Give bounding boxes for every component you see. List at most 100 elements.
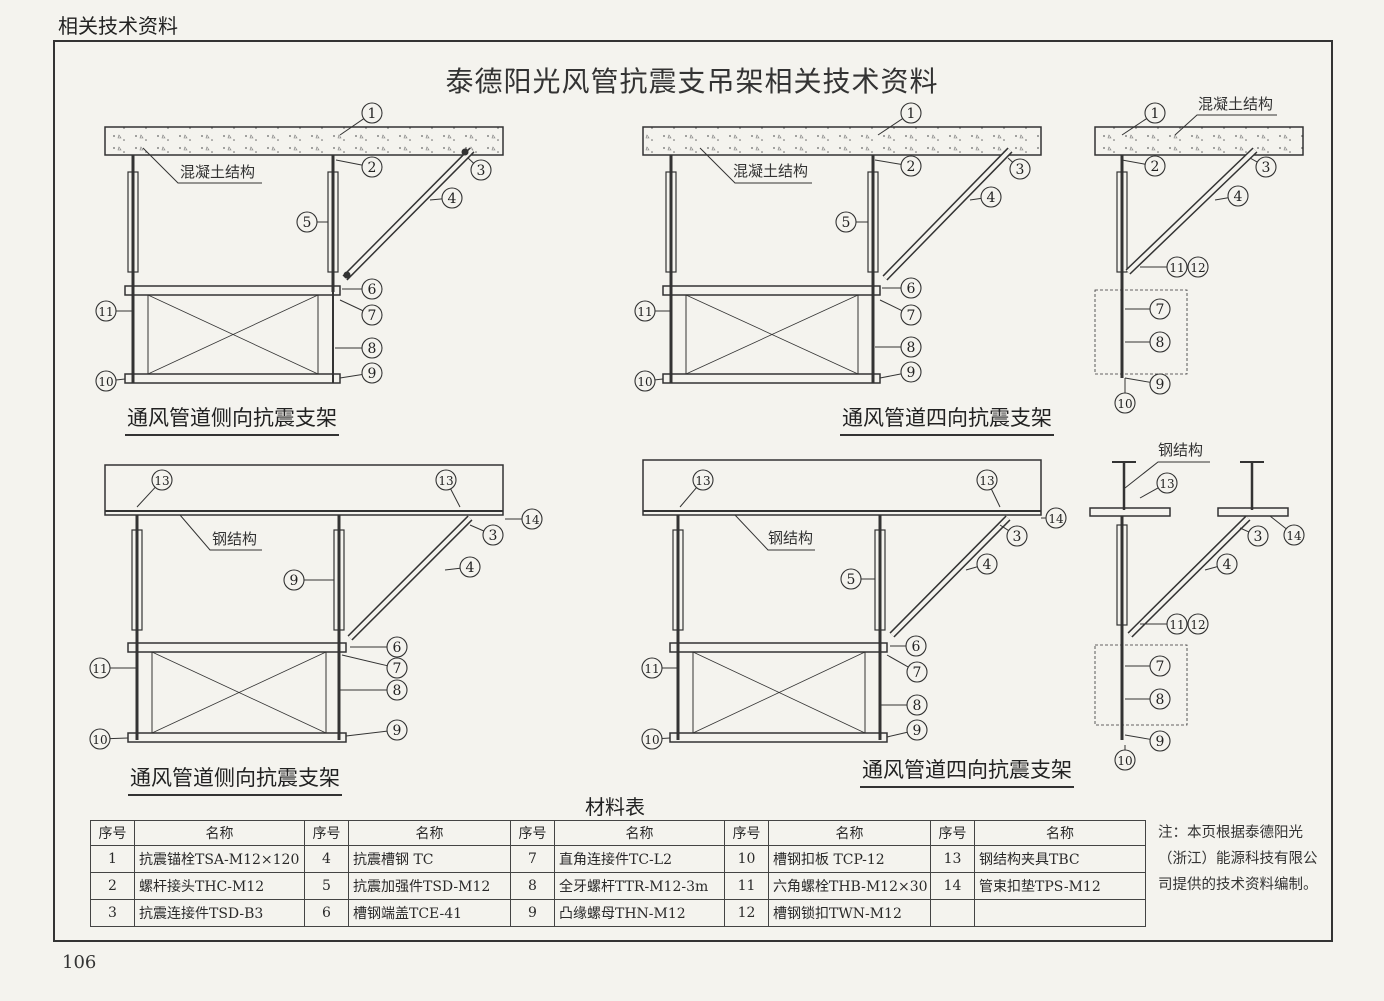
callout-11: 11 (95, 300, 133, 322)
callout-1: 1 (877, 102, 922, 136)
item-name: 槽钢扣板 TCP-12 (768, 845, 931, 873)
col-name-header: 名称 (348, 820, 511, 846)
svg-text:10: 10 (98, 375, 113, 389)
callout-1: 1 (339, 102, 383, 136)
diagram-lateral-concrete (104, 126, 504, 384)
callout-12: 12 (1187, 256, 1209, 278)
svg-text:5: 5 (842, 215, 851, 231)
page-number: 106 (62, 952, 97, 973)
callout-11: 11 (1140, 613, 1188, 635)
svg-text:13: 13 (1159, 477, 1174, 491)
callout-9: 9 (1124, 730, 1171, 752)
svg-text:3: 3 (1262, 160, 1271, 176)
svg-text:9: 9 (290, 573, 299, 589)
callout-5: 5 (296, 211, 328, 233)
materials-title: 材料表 (585, 795, 645, 819)
concrete-slab (642, 126, 1042, 156)
svg-text:8: 8 (368, 341, 377, 357)
item-name (974, 899, 1146, 927)
col-no-header: 序号 (90, 820, 135, 846)
item-name: 抗震锚栓TSA-M12×120 (134, 845, 305, 873)
callout-2: 2 (335, 156, 383, 178)
caption-lateral-concrete: 通风管道侧向抗震支架 (125, 402, 339, 436)
svg-text:7: 7 (393, 661, 402, 677)
callout-10: 10 (89, 728, 129, 750)
item-name: 槽钢端盖TCE-41 (348, 899, 511, 927)
svg-text:9: 9 (1156, 377, 1165, 393)
concrete-label: 混凝土结构 (180, 163, 255, 181)
item-no: 5 (304, 872, 349, 900)
callout-8: 8 (1125, 688, 1171, 710)
svg-text:4: 4 (1223, 557, 1232, 573)
item-name: 抗震连接件TSD-B3 (134, 899, 305, 927)
svg-text:10: 10 (92, 733, 107, 747)
callout-7: 7 (339, 299, 383, 326)
callout-14: 14 (1269, 515, 1305, 546)
svg-text:4: 4 (448, 191, 457, 207)
callout-10: 10 (1114, 378, 1136, 414)
callout-13: 13 (1139, 472, 1178, 499)
col-no-header: 序号 (724, 820, 769, 846)
callout-3: 3 (467, 157, 492, 181)
callout-14: 14 (1041, 507, 1067, 529)
callout-3: 3 (1007, 157, 1031, 180)
svg-text:11: 11 (92, 662, 107, 676)
callout-10: 10 (634, 370, 664, 392)
col-name-header: 名称 (974, 820, 1146, 846)
callout-8: 8 (880, 694, 928, 716)
svg-text:4: 4 (1234, 189, 1243, 205)
item-name: 抗震槽钢 TC (348, 845, 511, 873)
callout-10: 10 (95, 370, 126, 392)
col-name-header: 名称 (134, 820, 305, 846)
callout-10: 10 (641, 728, 671, 750)
callout-6: 6 (350, 636, 408, 658)
svg-text:3: 3 (1016, 162, 1025, 178)
svg-text:6: 6 (907, 281, 916, 297)
svg-text:11: 11 (98, 305, 113, 319)
caption-fourway-steel: 通风管道四向抗震支架 (860, 754, 1074, 788)
channel-top (124, 285, 341, 296)
svg-text:7: 7 (907, 308, 916, 324)
svg-text:7: 7 (1156, 659, 1165, 675)
caption-fourway-concrete: 通风管道四向抗震支架 (840, 402, 1054, 436)
svg-text:14: 14 (524, 513, 540, 527)
channel-bottom (124, 373, 341, 384)
svg-text:10: 10 (637, 375, 652, 389)
concrete-slab-side (1094, 126, 1304, 156)
item-no: 3 (90, 899, 135, 927)
col-name-header: 名称 (554, 820, 725, 846)
svg-text:9: 9 (393, 723, 402, 739)
svg-text:14: 14 (1048, 512, 1064, 526)
item-no: 1 (90, 845, 135, 873)
caption-lateral-steel: 通风管道侧向抗震支架 (128, 762, 342, 796)
svg-text:9: 9 (1156, 734, 1165, 750)
svg-text:12: 12 (1190, 261, 1205, 275)
svg-text:11: 11 (1169, 261, 1184, 275)
callout-9: 9 (879, 361, 922, 383)
callout-11: 11 (634, 300, 671, 322)
callout-12: 12 (1187, 613, 1209, 635)
steel-label: 钢结构 (212, 530, 257, 548)
callout-6: 6 (882, 277, 922, 299)
item-no: 9 (510, 899, 555, 927)
item-name: 抗震加强件TSD-M12 (348, 872, 511, 900)
svg-text:6: 6 (912, 639, 921, 655)
svg-text:13: 13 (154, 474, 169, 488)
item-no: 12 (724, 899, 769, 927)
callout-13: 13 (136, 469, 173, 508)
concrete-label: 混凝土结构 (1198, 95, 1273, 113)
svg-text:5: 5 (303, 215, 312, 231)
concrete-label: 混凝土结构 (733, 162, 808, 180)
svg-text:1: 1 (368, 106, 377, 122)
col-no-header: 序号 (510, 820, 555, 846)
table-header-row: 序号名称 序号名称 序号名称 序号名称 序号名称 (90, 820, 1146, 846)
callout-9: 9 (345, 719, 408, 741)
label-leaders (142, 114, 1277, 551)
callout-13: 13 (435, 469, 461, 508)
item-no: 7 (510, 845, 555, 873)
